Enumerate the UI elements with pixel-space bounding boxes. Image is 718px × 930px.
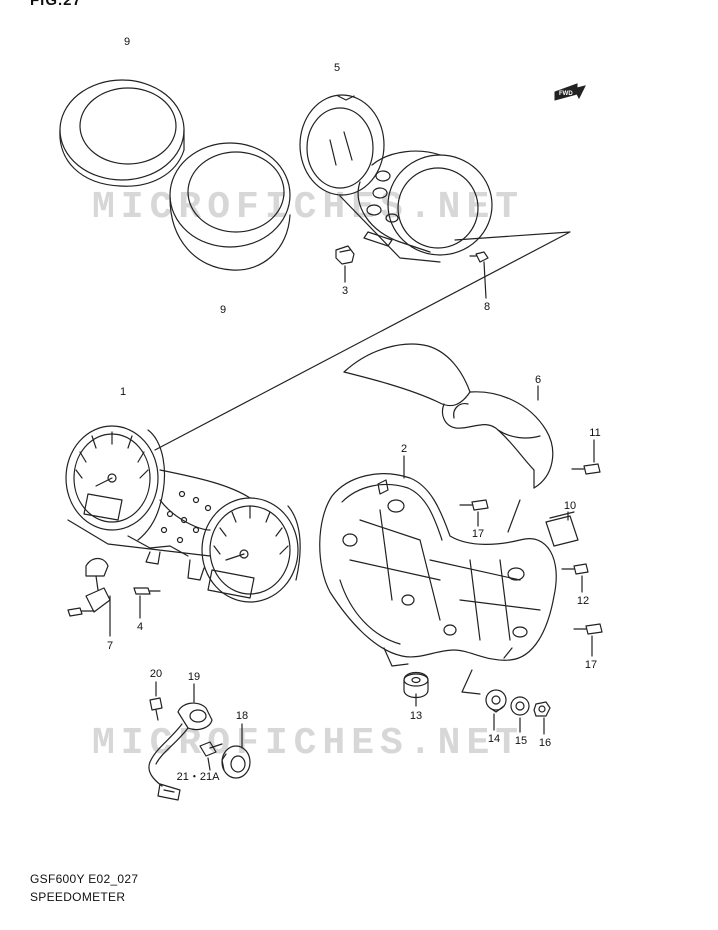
washer-part-15 bbox=[510, 696, 530, 716]
plate-part-10 bbox=[545, 511, 579, 547]
callout-part-10: 10 bbox=[563, 500, 577, 512]
screw-part-17-upper bbox=[459, 499, 489, 511]
callout-part-9-upper: 9 bbox=[123, 36, 131, 48]
callout-part-2: 2 bbox=[400, 443, 408, 455]
callout-part-13: 13 bbox=[409, 710, 423, 722]
speed-sensor-part-19 bbox=[148, 702, 213, 801]
screw-part-8 bbox=[469, 251, 489, 263]
nut-part-16 bbox=[533, 701, 551, 717]
screw-part-17-lower bbox=[573, 623, 603, 635]
callout-part-14: 14 bbox=[487, 733, 501, 745]
screw-part-21 bbox=[199, 741, 223, 757]
callout-part-11: 11 bbox=[589, 427, 601, 439]
callout-part-16: 16 bbox=[538, 737, 552, 749]
callout-part-18: 18 bbox=[235, 710, 249, 722]
callout-part-9-lower: 9 bbox=[219, 304, 227, 316]
callout-part-17-upper: 17 bbox=[471, 528, 485, 540]
figure-title: FIG.27 bbox=[30, 0, 82, 9]
cushion-part-14 bbox=[485, 689, 507, 713]
callout-part-6: 6 bbox=[534, 374, 542, 386]
callout-part-21: 21・21A bbox=[176, 771, 220, 783]
model-code: GSF600Y E02_027 bbox=[30, 872, 139, 886]
callout-part-4: 4 bbox=[136, 621, 144, 633]
meter-case-front bbox=[299, 94, 493, 263]
meter-cover-ring-upper bbox=[59, 79, 185, 187]
callout-part-17-lower: 17 bbox=[584, 659, 598, 671]
meter-case-lower-part-2 bbox=[319, 473, 557, 661]
callout-part-7: 7 bbox=[106, 640, 114, 652]
callout-part-12: 12 bbox=[576, 595, 590, 607]
screw-part-20 bbox=[149, 697, 163, 721]
grommet-part-3 bbox=[335, 245, 355, 265]
lamp-socket-part-7 bbox=[67, 557, 111, 617]
forward-arrow-icon: FWD bbox=[554, 83, 586, 101]
callout-part-19: 19 bbox=[187, 671, 201, 683]
callout-part-1: 1 bbox=[119, 386, 127, 398]
callout-part-20: 20 bbox=[149, 668, 163, 680]
callout-part-15: 15 bbox=[514, 735, 528, 747]
meter-cover-ring-lower bbox=[169, 142, 291, 271]
meter-assembly bbox=[65, 425, 301, 603]
callout-part-5: 5 bbox=[333, 62, 341, 74]
forward-arrow-label: FWD bbox=[559, 91, 573, 97]
callout-part-8: 8 bbox=[483, 301, 491, 313]
section-name: SPEEDOMETER bbox=[30, 890, 126, 904]
screw-part-11 bbox=[571, 463, 601, 475]
screw-part-12 bbox=[561, 563, 589, 575]
screw-part-4 bbox=[133, 587, 161, 595]
callout-part-3: 3 bbox=[341, 285, 349, 297]
cushion-part-13 bbox=[383, 647, 429, 699]
sensor-rotor-part-18 bbox=[221, 745, 251, 779]
meter-visor-part-6 bbox=[343, 343, 554, 489]
